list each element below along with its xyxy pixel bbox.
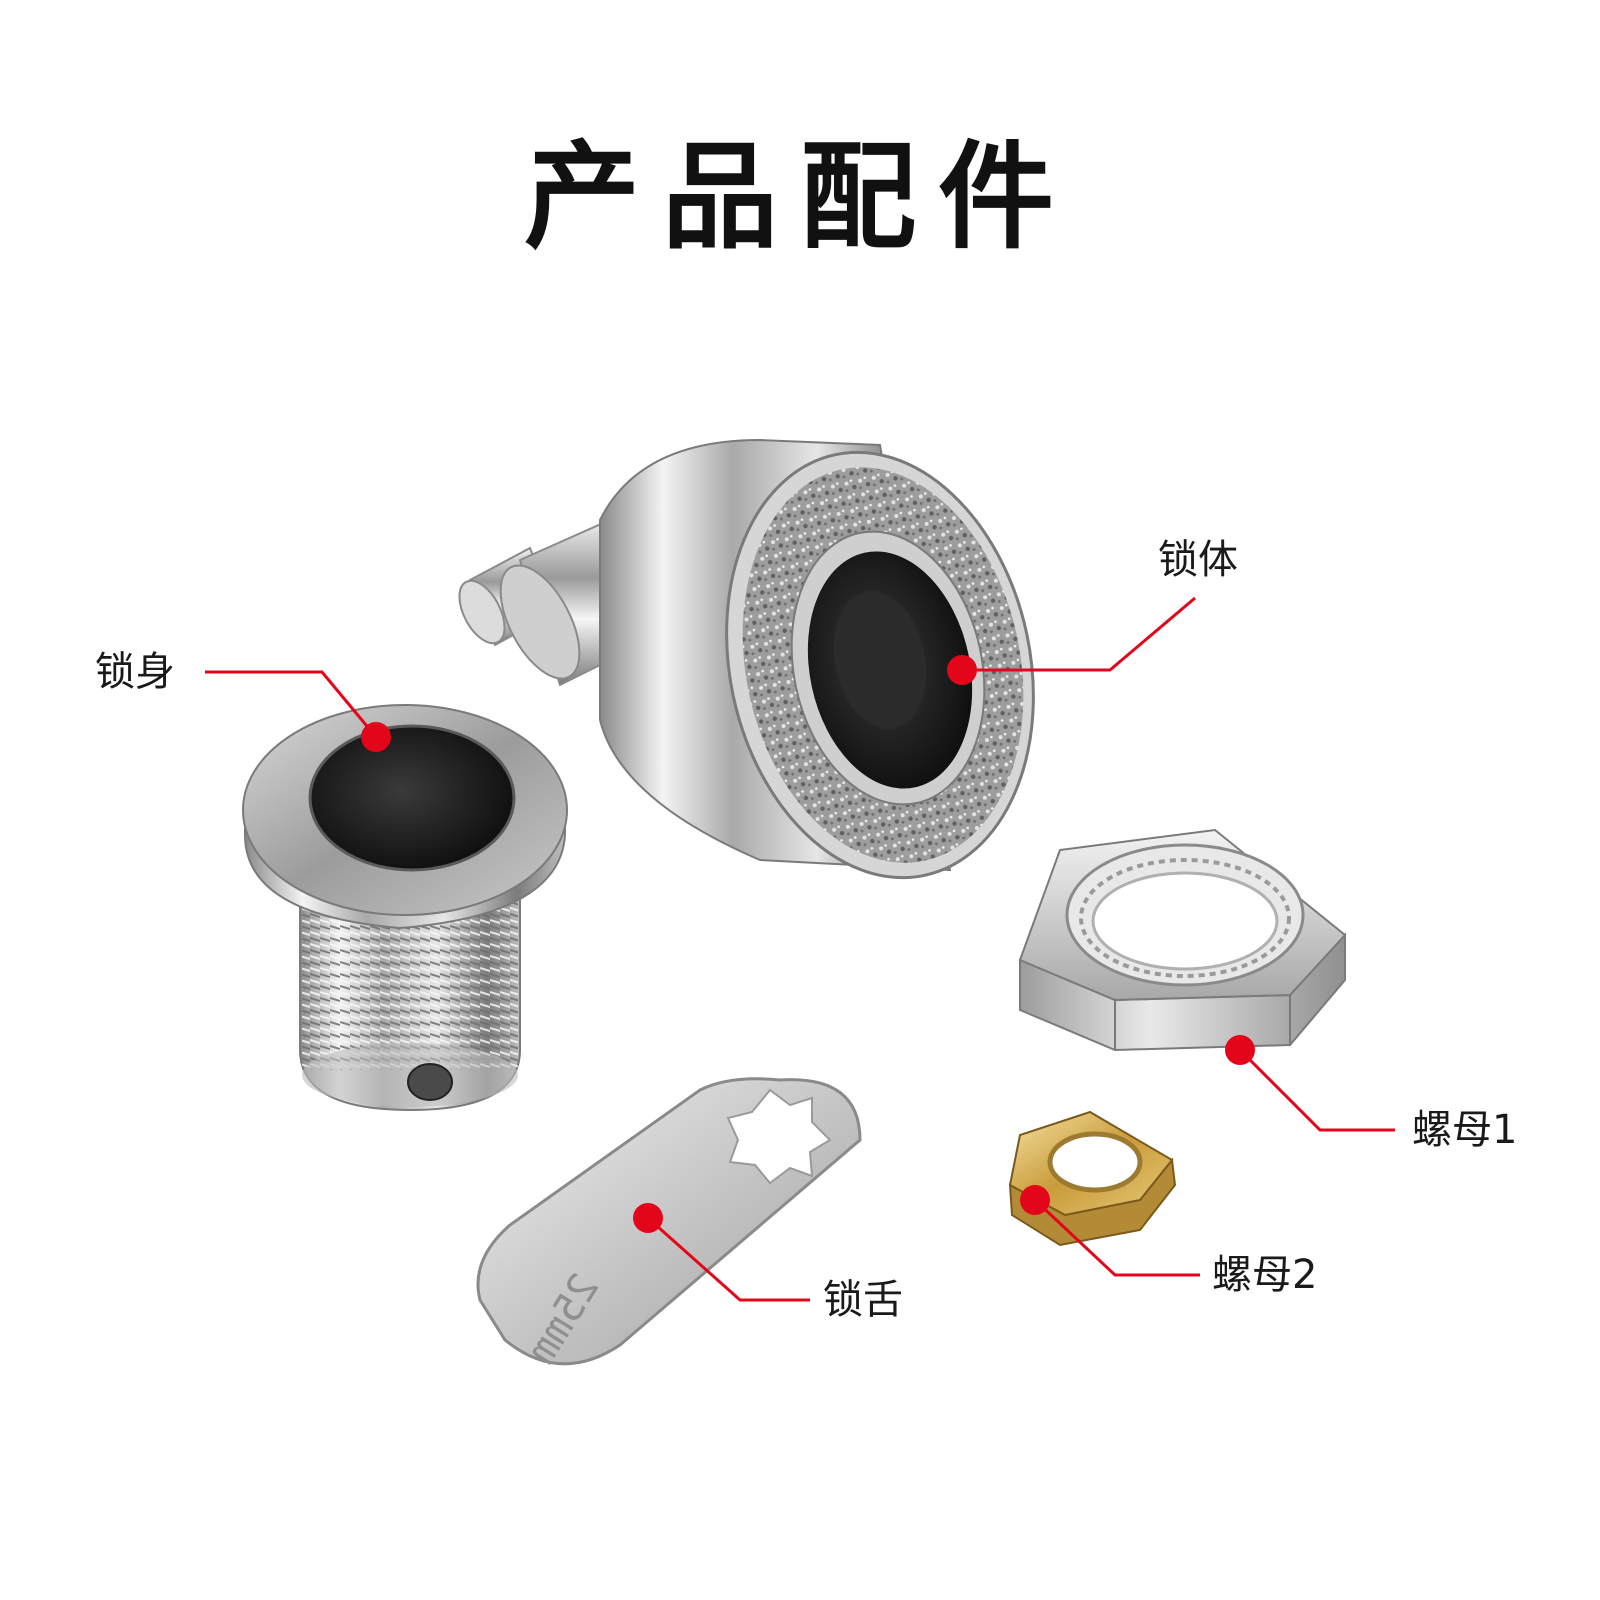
callouts [205, 596, 1395, 1302]
callout-line-lock-body [205, 670, 378, 738]
label-cam: 锁舌 [823, 1277, 903, 1323]
callout-dot-lock-core [947, 655, 977, 685]
callout-line-lock-core [962, 596, 1196, 672]
callout-dot-nut-2 [1020, 1185, 1050, 1215]
callout-line-cam [647, 1216, 810, 1302]
lock-body-screw [407, 1063, 453, 1101]
cam-star-hole [726, 1088, 832, 1185]
callout-line-nut-1 [1238, 1048, 1395, 1132]
callout-dot-lock-body [361, 722, 391, 752]
label-lock-body: 锁身 [95, 649, 175, 695]
cam-part: 25mm [476, 1077, 862, 1372]
nut-1-part [1018, 828, 1347, 1052]
label-nut-2: 螺母2 [1212, 1252, 1318, 1298]
callout-dot-cam [633, 1203, 663, 1233]
callout-dot-nut-1 [1225, 1035, 1255, 1065]
callout-line-nut-2 [1033, 1198, 1200, 1277]
label-lock-core: 锁体 [1158, 537, 1238, 583]
lock-body-bore [308, 724, 516, 872]
label-nut-1: 螺母1 [1412, 1107, 1518, 1153]
nut-2-part [1008, 1110, 1177, 1247]
lock-body-part [242, 704, 568, 1112]
page-title: 产品配件 [524, 130, 1076, 265]
lock-core-part [458, 438, 1035, 880]
nut-2-hole [1047, 1131, 1143, 1193]
